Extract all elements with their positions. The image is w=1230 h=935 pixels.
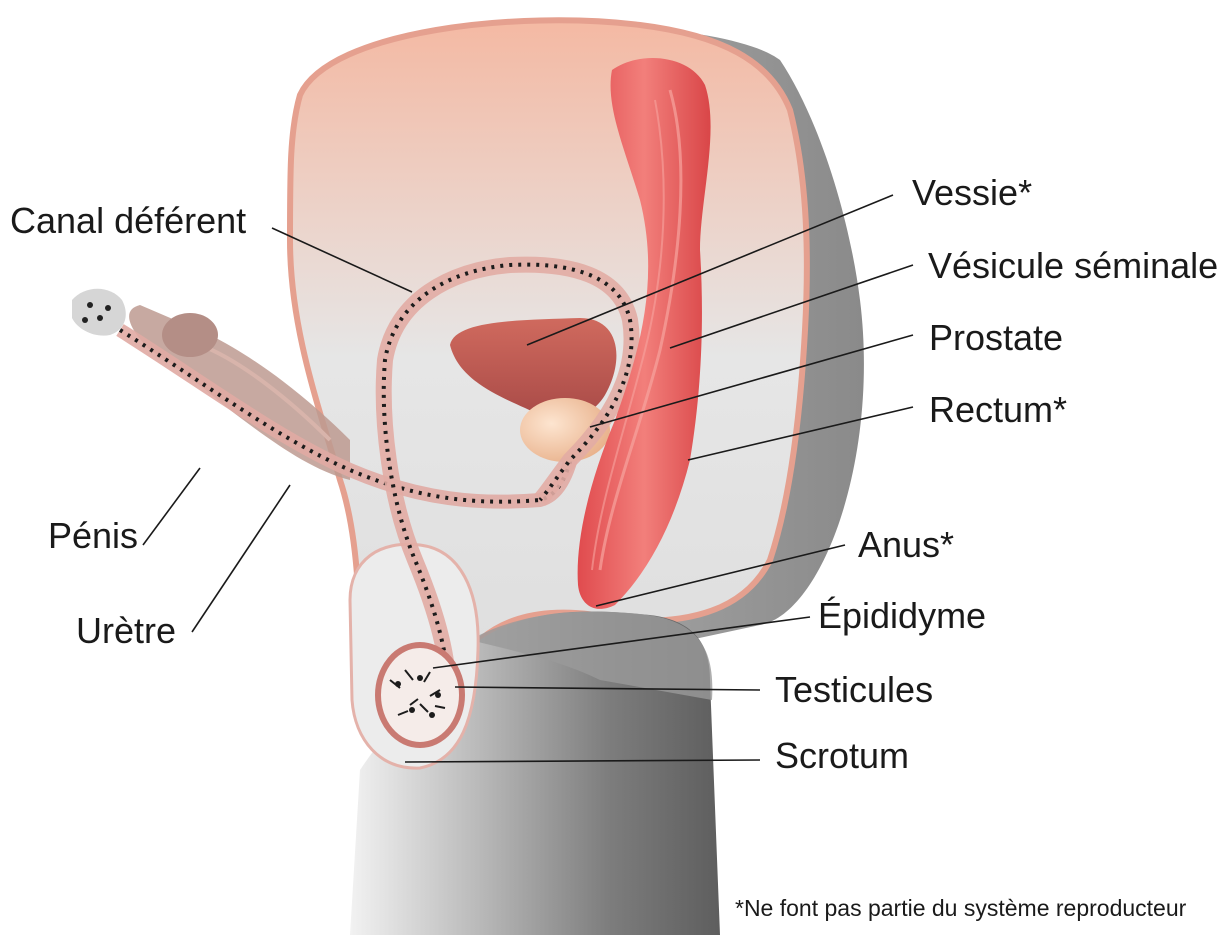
footnote: *Ne font pas partie du système reproduct… [735,897,1186,920]
label-prostate: Prostate [929,320,1063,356]
sperm-droplet [72,289,126,336]
label-testicules: Testicules [775,672,933,708]
label-scrotum: Scrotum [775,738,909,774]
leader-penis [143,468,200,545]
label-uretre: Urètre [76,613,176,649]
label-rectum: Rectum* [929,392,1067,428]
label-penis: Pénis [48,518,138,554]
label-vessie: Vessie* [912,175,1032,211]
label-vesicule-seminale: Vésicule séminale [928,248,1218,284]
leader-uretre [192,485,290,632]
label-anus: Anus* [858,527,954,563]
label-canal-deferent: Canal déférent [10,203,246,239]
testicle [378,645,462,745]
label-epididyme: Épididyme [818,598,986,634]
